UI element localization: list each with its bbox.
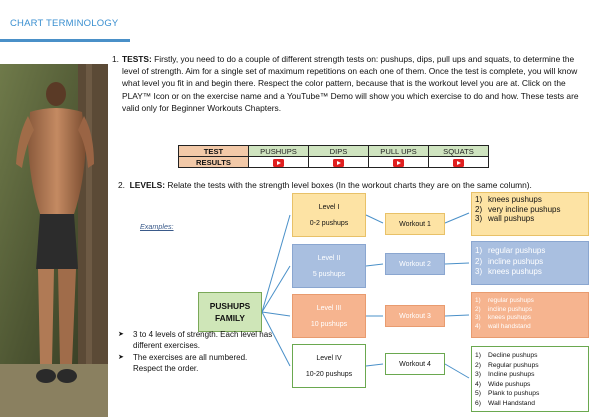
notes-list: ➤ 3 to 4 levels of strength. Each level … xyxy=(118,329,278,375)
workout-3-box[interactable]: Workout 3 xyxy=(385,305,445,327)
workout-2-box[interactable]: Workout 2 xyxy=(385,253,445,275)
level-2-box: Level II 5 pushups xyxy=(292,244,366,288)
results-label: RESULTS xyxy=(178,156,249,168)
level-name: Level I xyxy=(318,203,340,211)
exercise-item[interactable]: 2)Regular pushups xyxy=(475,361,539,369)
athlete-photo xyxy=(0,64,108,417)
results-cell[interactable] xyxy=(428,156,489,168)
tests-paragraph: 1. TESTS: Firstly, you need to do a coup… xyxy=(112,53,587,114)
exercise-item[interactable]: 2)very incline pushups xyxy=(475,204,561,214)
exercise-list-2: 1)regular pushups 2)incline pushups 3)kn… xyxy=(471,241,589,285)
levels-heading: LEVELS: xyxy=(129,180,166,190)
exercise-item[interactable]: 1)Decline pushups xyxy=(475,352,538,359)
level-name: Level II xyxy=(317,254,341,262)
play-icon[interactable] xyxy=(453,158,464,167)
family-line2: FAMILY xyxy=(215,313,245,323)
pushups-family-box: PUSHUPS FAMILY xyxy=(198,292,262,332)
level-name: Level III xyxy=(316,304,342,312)
play-icon[interactable] xyxy=(273,158,284,167)
level-range: 10 pushups xyxy=(310,320,348,328)
exercise-list-1: 1)knees pushups 2)very incline pushups 3… xyxy=(471,192,589,236)
note-item: ➤ The exercises are all numbered. Respec… xyxy=(118,353,248,373)
exercise-list-3: 1)regular pushups 2)incline pushups 3)kn… xyxy=(471,292,589,338)
family-line1: PUSHUPS xyxy=(209,301,251,311)
arrow-bullet-icon: ➤ xyxy=(118,354,124,361)
exercise-item[interactable]: 1)regular pushups xyxy=(475,246,546,255)
levels-paragraph: 2. LEVELS: Relate the tests with the str… xyxy=(118,179,588,191)
level-range: 5 pushups xyxy=(312,270,346,278)
exercise-item[interactable]: 3)knees pushups xyxy=(475,267,542,277)
examples-label: Examples: xyxy=(140,222,174,231)
tests-heading: TESTS: xyxy=(122,54,152,64)
results-cell[interactable] xyxy=(248,156,309,168)
results-cell[interactable] xyxy=(368,156,429,168)
exercise-item[interactable]: 4)Wide pushups xyxy=(475,380,531,388)
title-underline xyxy=(0,39,130,42)
exercise-item[interactable]: 3)wall pushups xyxy=(475,214,535,224)
arrow-bullet-icon: ➤ xyxy=(118,331,124,338)
levels-text: Relate the tests with the strength level… xyxy=(167,180,532,190)
exercise-item[interactable]: 3)Incline pushups xyxy=(475,371,535,379)
workout-4-box[interactable]: Workout 4 xyxy=(385,353,445,375)
play-icon[interactable] xyxy=(393,158,404,167)
level-4-box: Level IV 10-20 pushups xyxy=(292,344,366,388)
exercise-item[interactable]: 2)incline pushups xyxy=(475,256,544,266)
exercise-item[interactable]: 4)wall handstand xyxy=(475,323,531,331)
level-1-box: Level I 0-2 pushups xyxy=(292,193,366,237)
exercise-item[interactable]: 3)knees pushups xyxy=(475,314,531,322)
exercise-list-4: 1)Decline pushups 2)Regular pushups 3)In… xyxy=(471,346,589,412)
exercise-item[interactable]: 6)Wall Handstand xyxy=(475,399,535,407)
workout-1-box[interactable]: Workout 1 xyxy=(385,213,445,235)
level-3-box: Level III 10 pushups xyxy=(292,294,366,338)
exercise-item[interactable]: 2)incline pushups xyxy=(475,305,533,313)
tests-text: Firstly, you need to do a couple of diff… xyxy=(122,54,579,113)
page-title: CHART TERMINOLOGY xyxy=(10,18,119,29)
levels-number: 2. xyxy=(118,180,125,190)
level-range: 10-20 pushups xyxy=(305,370,353,378)
tests-number: 1. xyxy=(112,54,119,64)
tests-table: TEST PUSHUPS DIPS PULL UPS SQUATS RESULT… xyxy=(178,145,489,168)
level-range: 0-2 pushups xyxy=(309,219,349,227)
exercise-item[interactable]: 5)Plank to pushups xyxy=(475,390,540,398)
level-name: Level IV xyxy=(316,354,342,362)
exercise-item[interactable]: 1)knees pushups xyxy=(475,195,542,204)
note-item: ➤ 3 to 4 levels of strength. Each level … xyxy=(118,330,273,350)
play-icon[interactable] xyxy=(333,158,344,167)
exercise-item[interactable]: 1)regular pushups xyxy=(475,297,534,304)
